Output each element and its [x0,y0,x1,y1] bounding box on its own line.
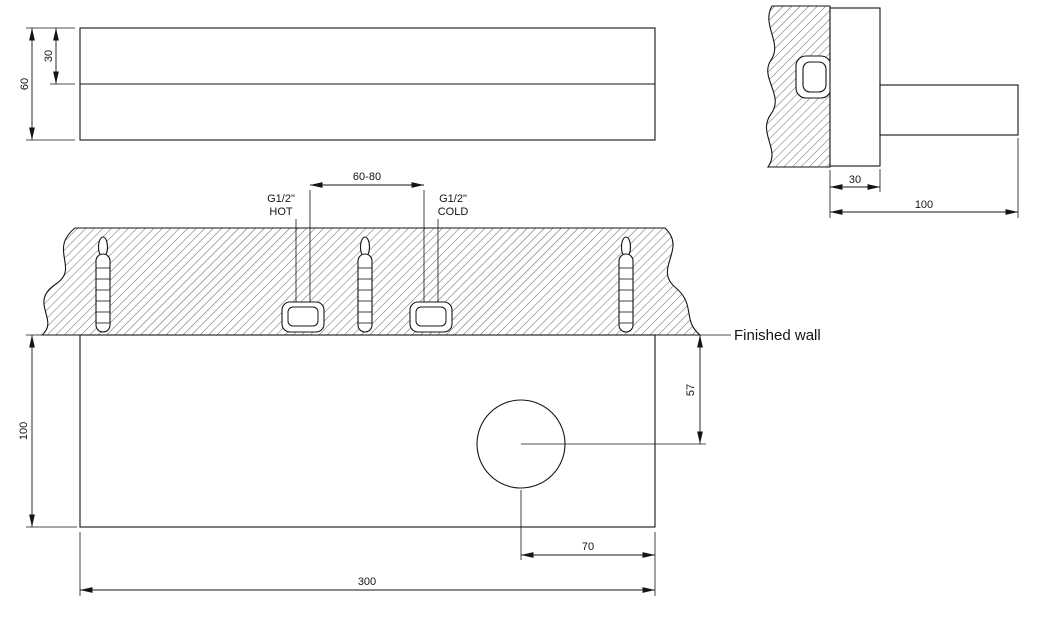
dim-height-total-label: 60 [19,78,31,90]
side-view: 30 100 [765,5,1019,218]
anchor-body [95,253,111,333]
finished-wall-label: Finished wall [734,327,821,344]
dim-spout-offset: 70 [520,490,655,560]
dim-depth: 30 [829,169,881,218]
dim-pipe-spacing-label: 60-80 [353,171,381,183]
faucet-front-outline [79,334,656,528]
dim-spout-drop-label: 57 [685,384,697,396]
wall-anchor [95,236,111,333]
hot-thread-label: G1/2" [267,193,295,205]
dim-body-height: 100 [18,334,77,528]
fitting-inner [287,306,319,327]
dim-depth-label: 30 [849,174,861,186]
dim-body-width-label: 300 [358,576,376,588]
dim-height-total: 60 [19,27,75,141]
dim-body-width: 300 [79,532,656,596]
hot-label: HOT [269,206,293,218]
anchor-ribs [619,267,633,324]
fitting-outer [409,301,453,333]
section-view: 60-80 G1/2" HOT G1/2" COLD Finished wall… [18,171,821,596]
wall-anchor [357,236,373,333]
front-view: 60 30 [19,27,656,141]
dim-spout-offset-label: 70 [582,541,594,553]
anchor-ribs [358,267,372,324]
faucet-body-profile [829,7,881,167]
anchor-ribs [96,267,110,324]
spout-arm-profile [879,84,1019,136]
dim-pipe-spacing: 60-80 [310,171,424,188]
fitting-outer [281,301,325,333]
fitting-inner [415,306,447,327]
cold-label: COLD [438,206,469,218]
wall-anchor [618,236,634,333]
dim-height-top-label: 30 [43,50,55,62]
anchor-body [618,253,634,333]
dim-spout-drop: 57 [685,335,703,444]
cold-connection-label: G1/2" COLD [438,193,469,218]
dim-reach-label: 100 [915,199,933,211]
mounting-recess-inner [802,61,827,93]
dim-height-top: 30 [43,28,75,85]
dim-reach: 100 [830,138,1019,218]
cold-water-fitting [409,301,453,333]
hot-connection-label: G1/2" HOT [267,193,295,218]
cold-thread-label: G1/2" [439,193,467,205]
hot-water-fitting [281,301,325,333]
dim-body-height-label: 100 [18,422,30,440]
anchor-body [357,253,373,333]
